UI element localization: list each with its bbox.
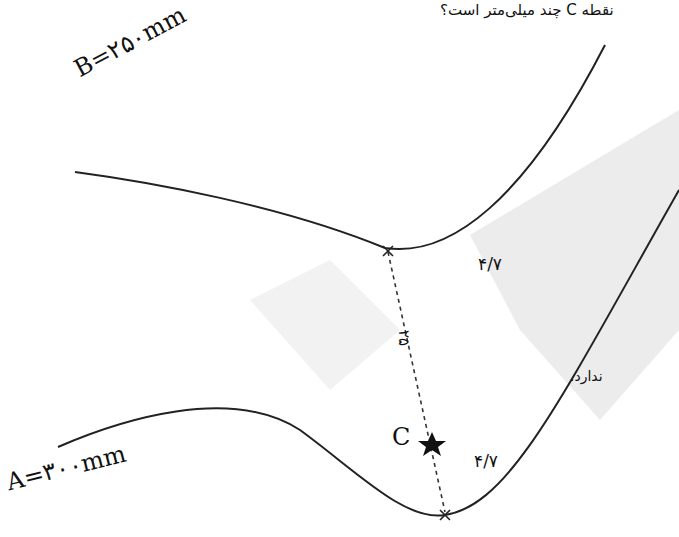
isohyet-label: A=۳۰۰mm <box>4 440 129 496</box>
ratio-value: ۴/۷ <box>478 255 502 275</box>
distance-value: ۲۵ <box>395 330 412 346</box>
isohyet-line-b <box>75 45 605 249</box>
point-c-star <box>418 432 446 456</box>
ratio-value: ۴/۷ <box>474 452 498 472</box>
cut-text: ندارد. <box>570 368 603 384</box>
end-mark <box>440 510 450 520</box>
question-text: نقطه C چند میلی‌متر است؟ <box>440 2 614 19</box>
end-mark <box>383 246 393 256</box>
watermark-band <box>470 110 679 420</box>
distance-line <box>388 252 445 512</box>
isohyet-line-a <box>58 190 679 516</box>
point-label: C <box>392 424 410 452</box>
watermark-band <box>250 260 400 390</box>
isohyet-label: B=۲۵۰mm <box>70 2 191 84</box>
